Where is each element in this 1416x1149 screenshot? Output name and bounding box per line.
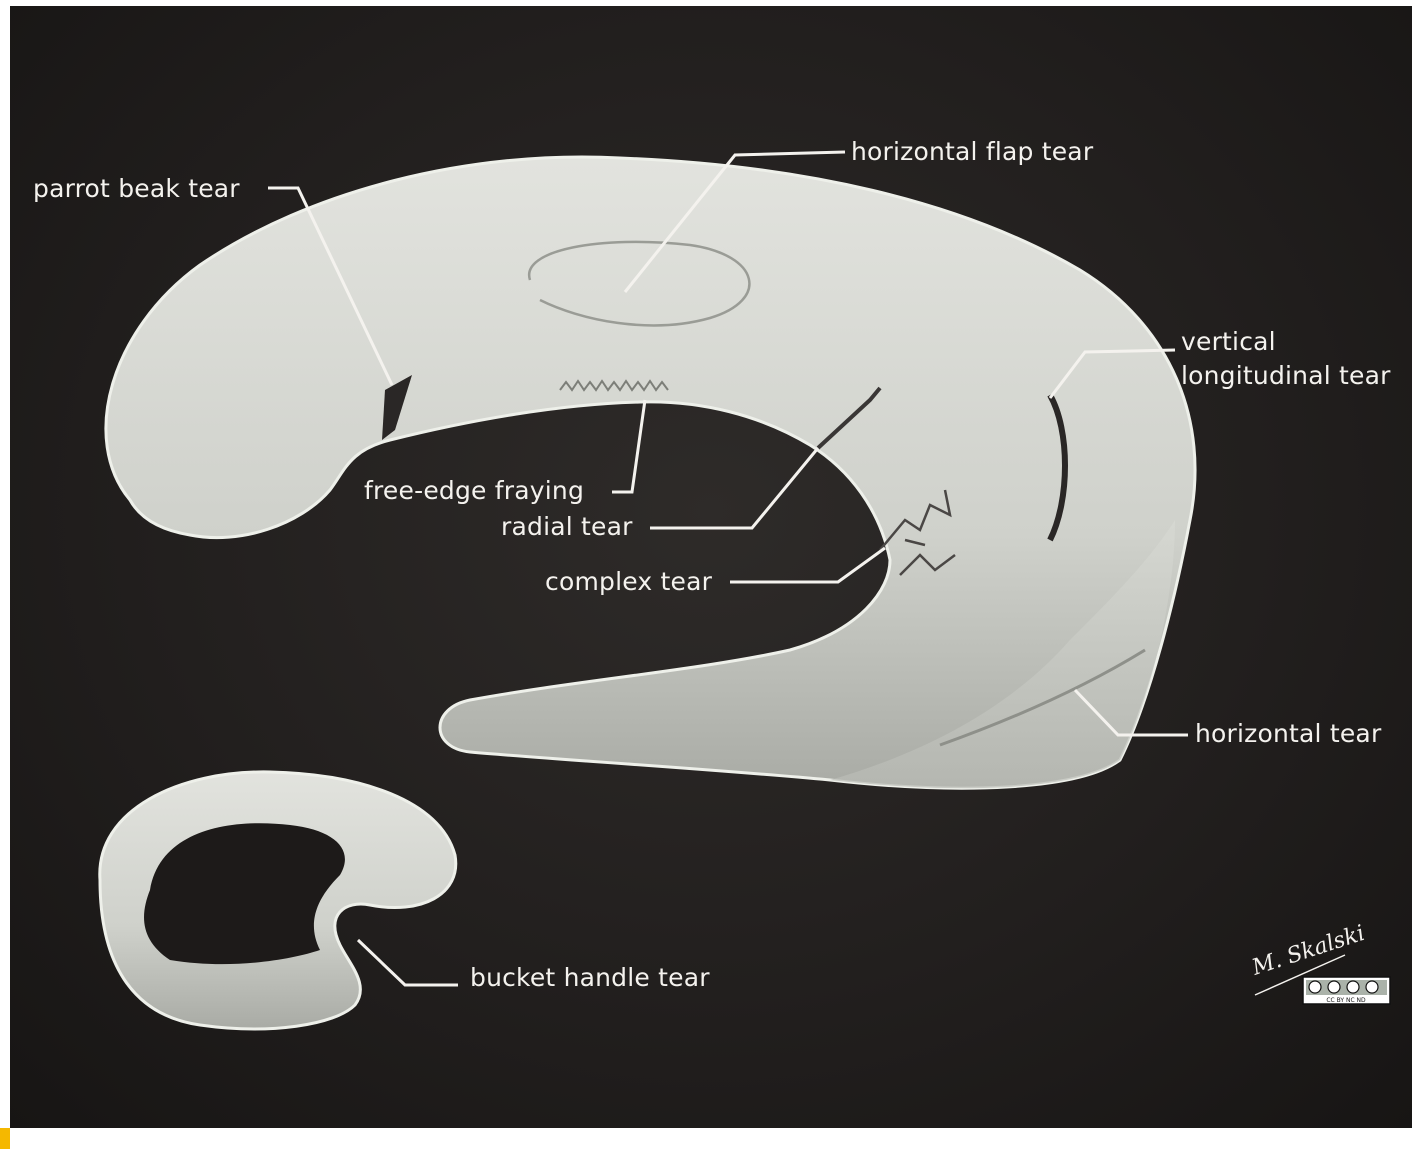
- label-horizontal-tear: horizontal tear: [1195, 717, 1381, 751]
- license-badge: CC BY NC ND: [1303, 977, 1390, 1004]
- label-complex-tear: complex tear: [545, 565, 712, 599]
- label-radial-tear: radial tear: [501, 510, 633, 544]
- label-vertical-line2: longitudinal tear: [1181, 359, 1391, 393]
- leader-radial: [650, 448, 818, 528]
- label-parrot-beak-tear: parrot beak tear: [33, 172, 240, 206]
- corner-mark: [0, 1128, 10, 1149]
- leader-bucket-handle: [358, 940, 458, 985]
- label-horizontal-flap-tear: horizontal flap tear: [851, 135, 1093, 169]
- label-bucket-handle-tear: bucket handle tear: [470, 961, 710, 995]
- leader-complex: [730, 548, 885, 582]
- license-text: CC BY NC ND: [1326, 997, 1366, 1004]
- leader-free-edge: [612, 400, 645, 492]
- label-free-edge-fraying: free-edge fraying: [364, 474, 584, 508]
- label-vertical-line1: vertical: [1181, 325, 1276, 359]
